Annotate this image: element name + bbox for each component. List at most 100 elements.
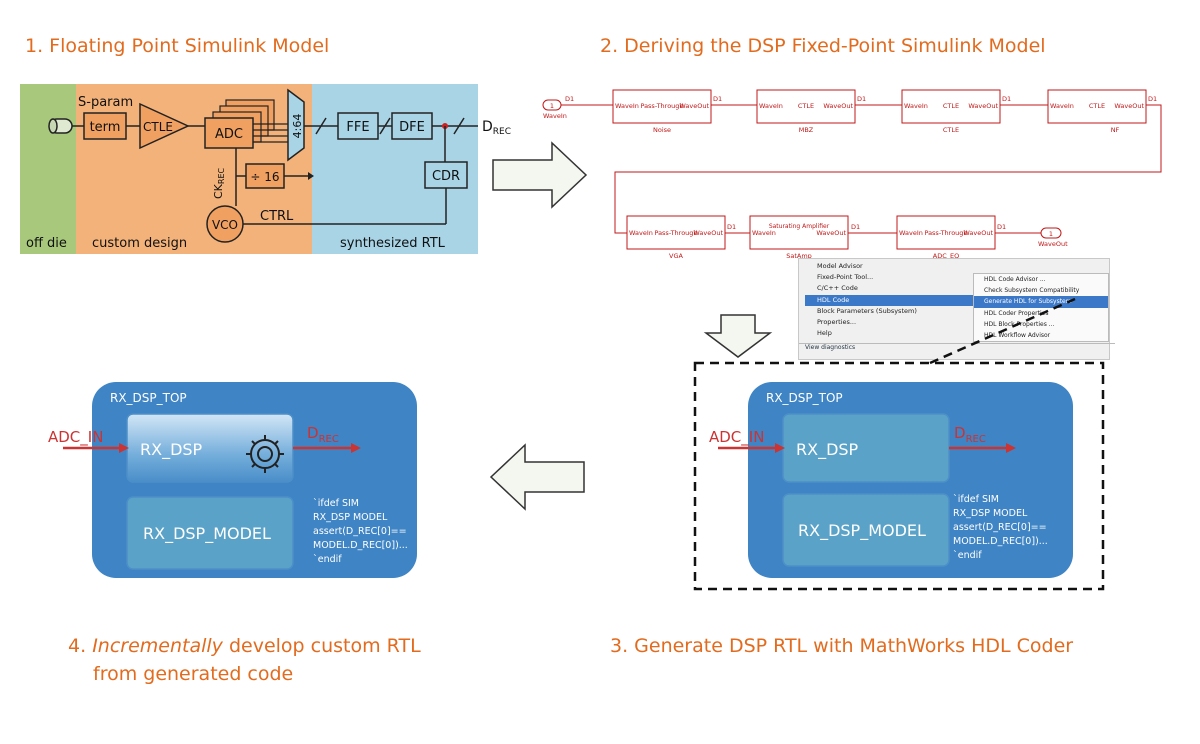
vco-block — [206, 205, 244, 243]
sim-caption-nf: NF — [1111, 126, 1120, 134]
hdl-code-submenu: HDL Code Advisor ... Check Subsystem Com… — [973, 273, 1109, 343]
gear-icon — [246, 435, 284, 473]
rx-dsp-model-block — [126, 496, 294, 570]
context-menu-panel: Model Advisor Fixed-Point Tool... C/C++ … — [798, 258, 1115, 360]
submenu-check-compatibility[interactable]: Check Subsystem Compatibility — [984, 287, 1080, 295]
sparam-label: S-param — [78, 95, 133, 110]
svg-text:WaveOut: WaveOut — [1114, 102, 1144, 110]
zone-rtl-label: synthesized RTL — [340, 236, 446, 251]
svg-text:RX_DSP MODEL: RX_DSP MODEL — [953, 508, 1028, 519]
svg-text:assert(D_REC[0]==: assert(D_REC[0]== — [313, 526, 407, 537]
view-diagnostics-link[interactable]: View diagnostics — [799, 343, 1115, 354]
adc-label: ADC — [215, 127, 243, 142]
svg-text:assert(D_REC[0]==: assert(D_REC[0]== — [953, 522, 1047, 533]
sim-block-noise — [612, 89, 712, 124]
rx-dsp-label: RX_DSP — [140, 440, 203, 460]
hdl-output-frame — [693, 297, 1105, 591]
submenu-hdl-code-advisor[interactable]: HDL Code Advisor ... — [984, 276, 1046, 283]
ckrec-label: CKREC — [212, 167, 226, 199]
menu-item-block-parameters[interactable]: Block Parameters (Subsystem) — [817, 306, 917, 315]
arrow-down-icon — [703, 314, 773, 358]
svg-text:`endif: `endif — [313, 554, 342, 565]
step4-rest: develop custom RTL — [228, 635, 421, 657]
svg-text:WaveIn: WaveIn — [899, 229, 923, 237]
svg-text:`ifdef SIM: `ifdef SIM — [313, 498, 359, 509]
ctle-label: CTLE — [143, 120, 173, 134]
svg-text:CTLE: CTLE — [798, 102, 814, 110]
sim-block-mbz — [756, 89, 856, 124]
menu-item-fixed-point-tool[interactable]: Fixed-Point Tool... — [817, 273, 874, 282]
svg-text:WaveOut: WaveOut — [816, 229, 846, 237]
svg-text:WaveIn: WaveIn — [752, 229, 776, 237]
term-label: term — [90, 120, 121, 135]
svg-text:WaveIn: WaveIn — [629, 229, 653, 237]
cdr-label: CDR — [432, 169, 460, 184]
rx-dsp-top-left: RX_DSP_TOP RX_DSP RX_DSP_MODEL `ifdef SI… — [48, 382, 417, 578]
svg-text:WaveIn: WaveIn — [759, 102, 783, 110]
simulink-fixed-point-model: 1 WaveIn D1 D1 D1 D1 D1 D1 D1 D1 WaveIn … — [542, 89, 1162, 260]
sim-caption-vga: VGA — [669, 252, 683, 260]
sim-block-satamp — [749, 215, 849, 250]
sim-caption-ctle: CTLE — [943, 126, 959, 134]
zone-offdie — [20, 84, 76, 254]
menu-item-properties[interactable]: Properties... — [817, 318, 857, 327]
svg-text:RX_DSP MODEL: RX_DSP MODEL — [313, 512, 388, 523]
signal-label: D1 — [997, 223, 1006, 231]
divider-label: ÷ 16 — [250, 170, 279, 184]
menu-item-model-advisor[interactable]: Model Advisor — [817, 262, 863, 270]
sim-caption-adc-eq: ADC_EQ — [933, 252, 959, 260]
context-menu-main: Model Advisor Fixed-Point Tool... C/C++ … — [805, 261, 977, 339]
arrow-right-icon — [492, 141, 588, 209]
step4-prefix: 4. — [68, 635, 87, 657]
sim-block-nf — [1047, 89, 1147, 124]
submenu-generate-hdl[interactable]: Generate HDL for Subsystem — [974, 296, 1108, 308]
step3-title: 3. Generate DSP RTL with MathWorks HDL C… — [610, 635, 1074, 657]
drec-out-label: DREC — [307, 424, 339, 445]
svg-text:Pass-Through: Pass-Through — [924, 229, 967, 237]
inport-num: 1 — [550, 102, 554, 110]
floating-point-block-diagram: off die custom design synthesized RTL S-… — [20, 84, 511, 254]
drec-out-label: DREC — [954, 424, 986, 445]
ffe-label: FFE — [346, 120, 369, 135]
menu-item-help[interactable]: Help — [817, 329, 832, 338]
svg-text:CTLE: CTLE — [1089, 102, 1105, 110]
submenu-hdl-coder-properties[interactable]: HDL Coder Properties — [984, 309, 1049, 317]
signal-label: D1 — [1148, 95, 1157, 103]
svg-text:WaveOut: WaveOut — [963, 229, 993, 237]
signal-label: D1 — [727, 223, 736, 231]
adc-in-label: ADC_IN — [48, 428, 103, 447]
svg-text:`ifdef SIM: `ifdef SIM — [953, 494, 999, 505]
svg-text:WaveOut: WaveOut — [693, 229, 723, 237]
svg-text:WaveOut: WaveOut — [823, 102, 853, 110]
step2-title: 2. Deriving the DSP Fixed-Point Simulink… — [600, 35, 1046, 57]
svg-text:WaveIn: WaveIn — [904, 102, 928, 110]
sim-block-adc-eq — [896, 215, 996, 250]
menu-item-cpp-code[interactable]: C/C++ Code — [817, 284, 858, 293]
signal-label: D1 — [713, 95, 722, 103]
submenu-hdl-workflow-advisor[interactable]: HDL Workflow Advisor — [984, 332, 1051, 340]
svg-text:MODEL.D_REC[0])...: MODEL.D_REC[0])... — [953, 536, 1048, 547]
signal-label: D1 — [565, 95, 574, 103]
menu-item-hdl-code[interactable]: HDL Code — [805, 294, 977, 306]
rx-dsp-label: RX_DSP — [796, 440, 859, 460]
mux-block — [287, 88, 305, 162]
cable-connector-icon — [48, 118, 73, 134]
sim-block-ctle — [901, 89, 1001, 124]
svg-text:WaveOut: WaveOut — [968, 102, 998, 110]
rx-dsp-model-label: RX_DSP_MODEL — [798, 521, 926, 541]
svg-text:CTLE: CTLE — [943, 102, 959, 110]
ctle-amplifier — [139, 102, 190, 150]
sim-caption-noise: Noise — [653, 126, 671, 134]
svg-text:Saturating Amplifier: Saturating Amplifier — [769, 223, 830, 230]
svg-text:Pass-Through: Pass-Through — [654, 229, 697, 237]
arrow-left-icon — [489, 443, 585, 511]
signal-label: D1 — [851, 223, 860, 231]
step4-line2: from generated code — [93, 663, 294, 685]
outport-waveout — [1040, 227, 1062, 239]
zone-custom-label: custom design — [92, 236, 187, 251]
zone-offdie-label: off die — [26, 236, 67, 251]
rx-dsp-top-right: RX_DSP_TOP RX_DSP RX_DSP_MODEL `ifdef SI… — [709, 382, 1073, 578]
outport-label: WaveOut — [1038, 240, 1068, 248]
sim-caption-satamp: SatAmp — [786, 252, 812, 260]
vco-label: VCO — [212, 218, 238, 232]
